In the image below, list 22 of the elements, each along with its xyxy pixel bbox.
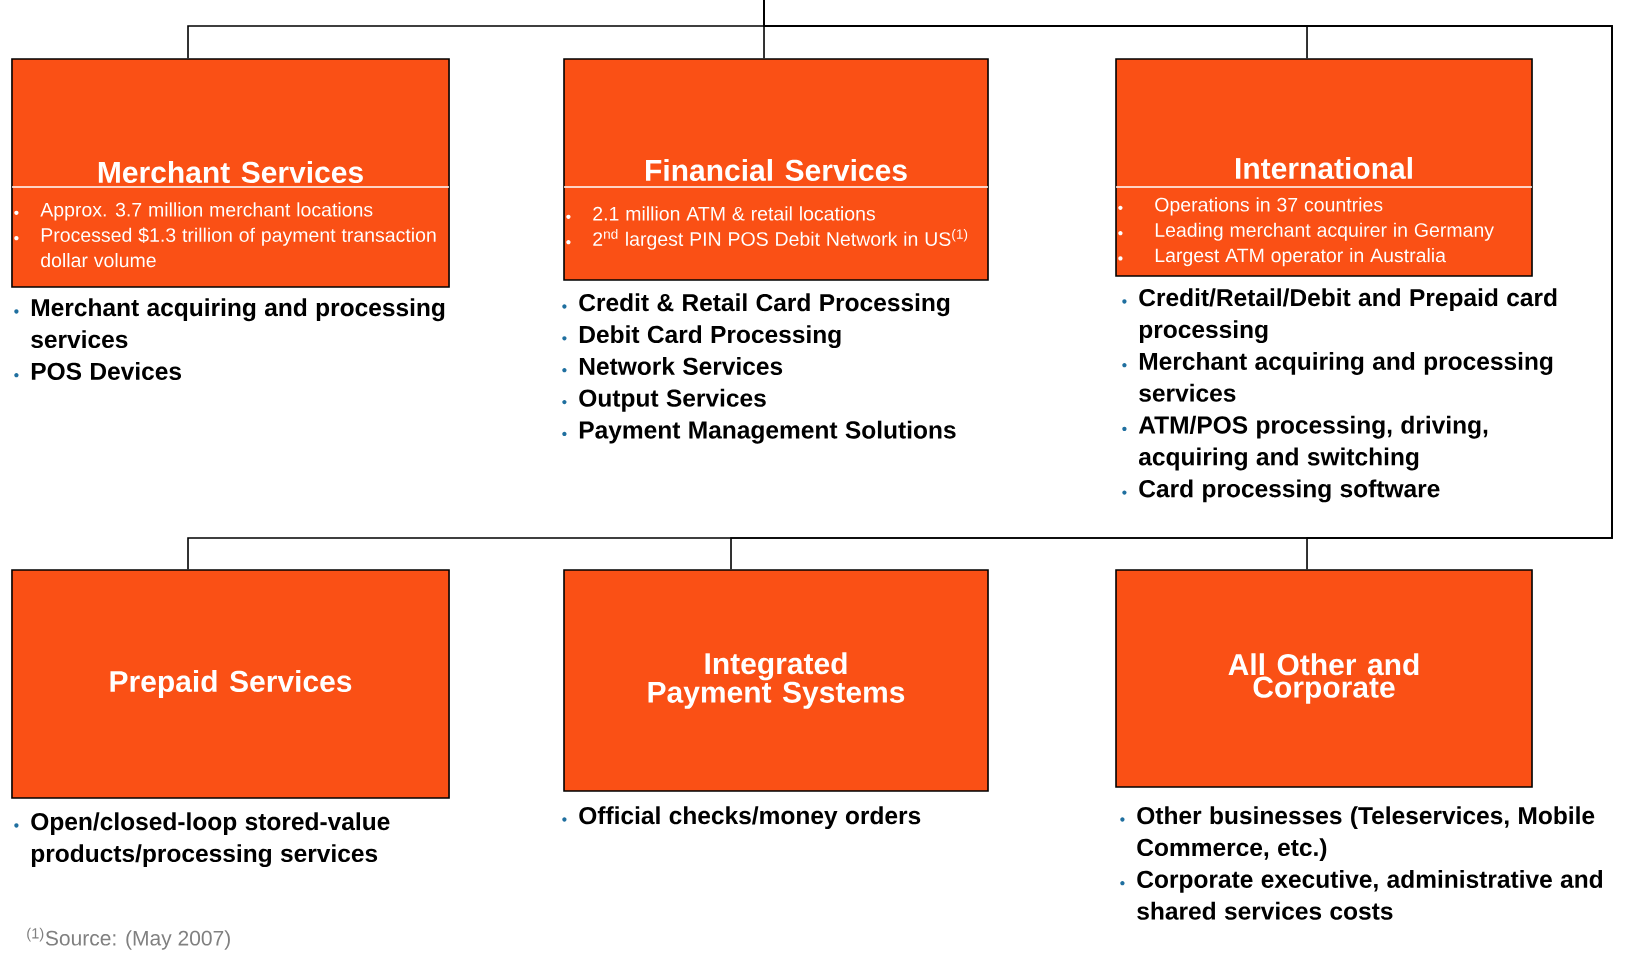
org-box: Merchant Services Approx. 3.7 million merchant locations Processed $1.3 trillion of payment transaction dollar volume <box>11 58 450 288</box>
bullet-list: Merchant acquiring and processing services POS Devices <box>14 298 445 380</box>
bullet-list: Official checks/money orders <box>562 806 921 830</box>
node-label: Merchant acquiring and processing services <box>1139 351 1553 402</box>
node-label: Credit/Retail/Debit and Prepaid card processing <box>1139 288 1557 344</box>
node-label: Credit & Retail Card Processing <box>579 293 950 317</box>
node-label: Card processing software <box>1139 479 1440 503</box>
org-box: Integrated Payment Systems <box>563 569 989 792</box>
bullet-list: Credit/Retail/Debit and Prepaid card processing Merchant acquiring and processing services ATM/POS processing, driving, acquiring and switching Card processing software <box>1122 288 1557 503</box>
node-label: Network Services <box>579 356 783 375</box>
org-box: International Operations in 37 countries Leading merchant acquirer in Germany Largest ATM operator in Australia <box>1115 58 1533 277</box>
node-label: Output Services <box>579 388 766 412</box>
footnote: $^{(1)}$Source: (May 2007) <box>27 927 230 950</box>
node-label: Debit Card Processing <box>579 325 841 349</box>
bullet-list: Other businesses (Teleservices, Mobile Commerce, etc.) Corporate executive, administrative and shared services costs <box>1120 806 1603 920</box>
org-box: Financial Services 2.1 million ATM & retail locations 2$^{nd}$ largest PIN POS Debit Network in US$^{(1)}$ <box>563 58 989 281</box>
org-box: All Other and Corporate <box>1115 569 1533 788</box>
node-label: ATM/POS processing, driving, acquiring and switching <box>1138 415 1488 471</box>
bullet-list: Credit & Retail Card Processing Debit Card Processing Network Services Output Services Payment Management Solutions <box>562 293 956 444</box>
bullet-list: Open/closed-loop stored-value products/processing services <box>14 812 390 868</box>
node-label: Payment Management Solutions <box>579 420 956 444</box>
org-box: Prepaid Services <box>11 569 450 799</box>
